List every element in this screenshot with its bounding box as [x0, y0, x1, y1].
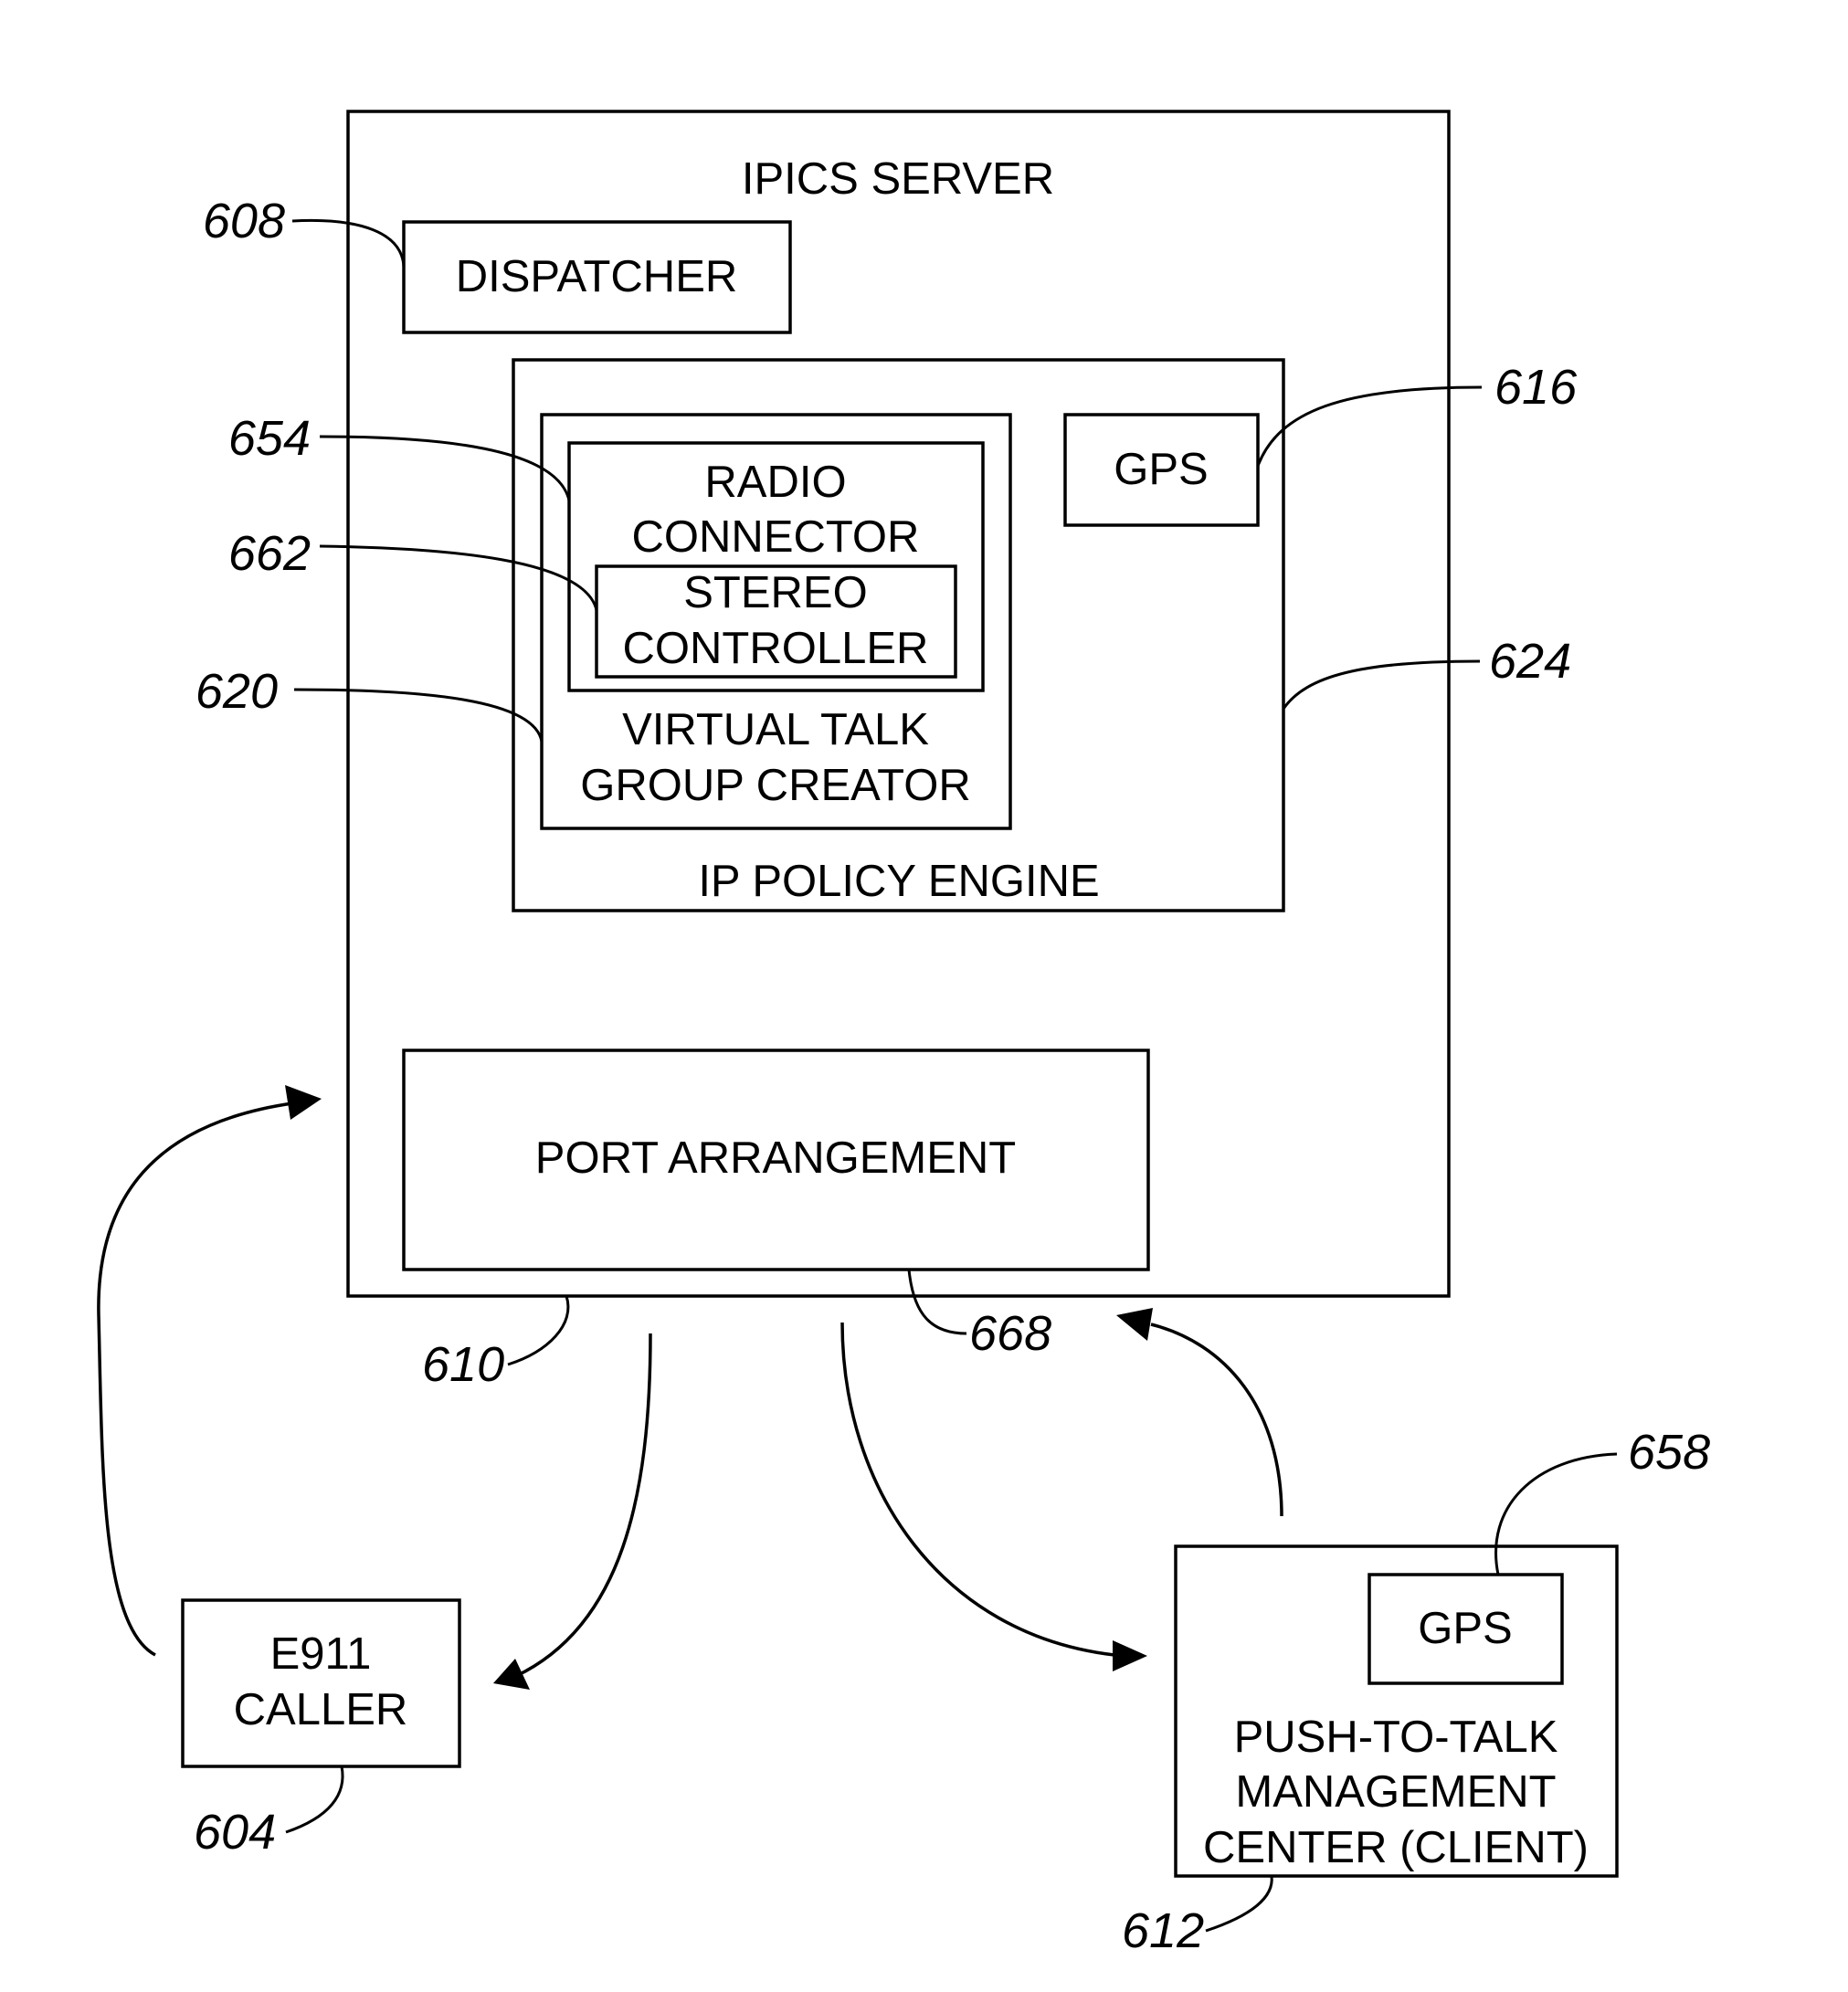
ref-654: 654	[228, 411, 311, 466]
arrow-server-to-caller	[516, 1333, 650, 1676]
ref-610: 610	[422, 1337, 504, 1392]
ref-604: 604	[194, 1805, 276, 1860]
arrow-caller-to-server	[99, 1103, 292, 1655]
leader-658	[1496, 1454, 1617, 1575]
arrow-ptt-to-server	[1151, 1324, 1282, 1516]
arrow-server-to-ptt	[842, 1323, 1114, 1655]
ptt-center-label-line3: CENTER (CLIENT)	[1203, 1823, 1589, 1872]
gps-client-label: GPS	[1418, 1604, 1512, 1653]
ref-608: 608	[203, 194, 285, 248]
ref-612: 612	[1122, 1903, 1204, 1958]
ref-620: 620	[195, 664, 278, 719]
ref-658: 658	[1628, 1425, 1710, 1480]
e911-caller-label-line2: CALLER	[234, 1685, 408, 1734]
stereo-controller-label-line2: CONTROLLER	[623, 624, 929, 673]
vtg-creator-label-line1: VIRTUAL TALK	[622, 705, 929, 754]
ip-policy-engine-label: IP POLICY ENGINE	[698, 857, 1099, 906]
leader-620	[294, 690, 542, 742]
leader-612	[1206, 1876, 1272, 1931]
arrowhead-caller-to-server	[285, 1085, 322, 1120]
stereo-controller-label-line1: STEREO	[683, 568, 867, 617]
ref-662: 662	[228, 526, 311, 581]
ipics-server-label: IPICS SERVER	[742, 154, 1054, 204]
dispatcher-label: DISPATCHER	[456, 252, 738, 301]
radio-connector-label-line2: CONNECTOR	[632, 512, 920, 562]
arrowhead-server-to-ptt	[1113, 1640, 1147, 1671]
ptt-center-label-line2: MANAGEMENT	[1235, 1767, 1556, 1817]
leader-654	[320, 437, 569, 501]
e911-caller-box	[183, 1600, 459, 1766]
leader-610	[508, 1296, 568, 1365]
ptt-center-label-line1: PUSH-TO-TALK	[1234, 1713, 1558, 1762]
ref-616: 616	[1494, 360, 1578, 415]
ref-668: 668	[969, 1306, 1051, 1361]
arrowhead-server-to-caller	[493, 1659, 530, 1690]
leader-604	[286, 1766, 343, 1832]
leader-662	[320, 546, 597, 610]
arrowhead-ptt-to-server	[1116, 1308, 1153, 1341]
radio-connector-label-line1: RADIO	[704, 458, 846, 507]
leader-668	[909, 1270, 966, 1333]
ref-624: 624	[1489, 634, 1571, 689]
port-arrangement-label: PORT ARRANGEMENT	[535, 1133, 1016, 1183]
e911-caller-label-line1: E911	[270, 1629, 372, 1679]
vtg-creator-label-line2: GROUP CREATOR	[580, 761, 970, 810]
gps-server-label: GPS	[1114, 445, 1208, 494]
